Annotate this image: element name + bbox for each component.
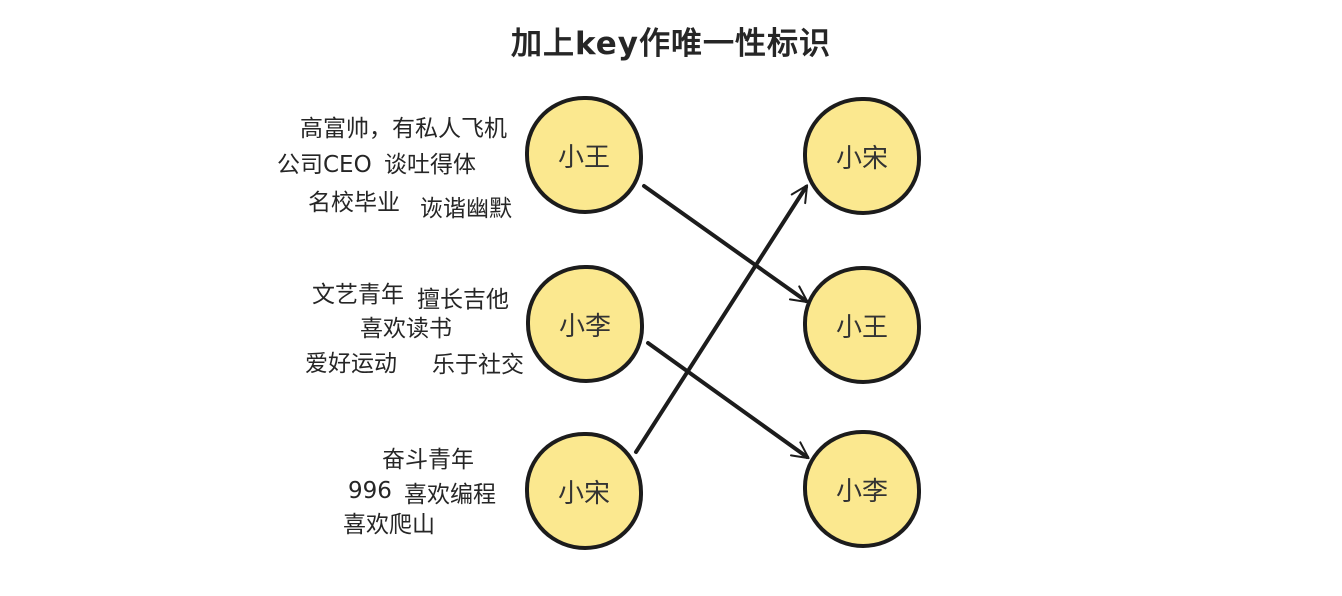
trait-label: 文艺青年	[312, 282, 404, 308]
node-right-xiaowang: 小王	[803, 266, 921, 384]
node-right-xiaoli: 小李	[803, 430, 921, 548]
arrow-xiaoli-to-xiaoli	[646, 341, 810, 460]
trait-label: 996	[348, 478, 392, 504]
trait-label: 喜欢爬山	[343, 512, 435, 538]
node-left-xiaoli: 小李	[526, 265, 644, 383]
trait-label: 喜欢读书	[360, 316, 452, 342]
trait-label: 乐于社交	[432, 352, 524, 378]
trait-label: 喜欢编程	[404, 482, 496, 508]
node-left-xiaosong: 小宋	[525, 432, 643, 550]
trait-label: 谈吐得体	[384, 152, 476, 178]
diagram-title: 加上key作唯一性标识	[510, 26, 831, 62]
node-left-xiaowang: 小王	[525, 96, 643, 214]
trait-label: 高富帅，有私人飞机	[300, 116, 507, 142]
arrow-xiaowang-to-xiaowang	[642, 184, 809, 304]
trait-label: 擅长吉他	[417, 287, 509, 313]
arrow-xiaosong-to-xiaosong	[634, 184, 809, 454]
trait-label: 奋斗青年	[382, 447, 474, 473]
trait-label: 公司CEO	[277, 152, 372, 178]
trait-label: 爱好运动	[305, 351, 397, 377]
trait-label: 名校毕业	[308, 190, 400, 216]
trait-label: 诙谐幽默	[420, 196, 512, 222]
node-right-xiaosong: 小宋	[803, 97, 921, 215]
